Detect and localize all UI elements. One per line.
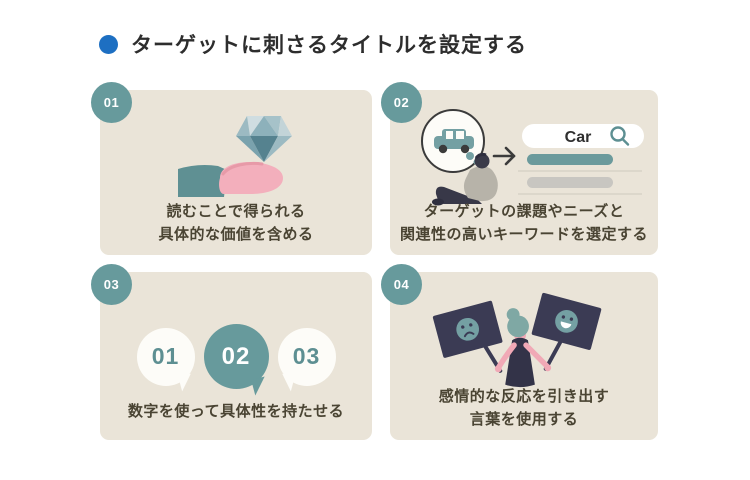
thought-bubble xyxy=(421,109,485,173)
open-hand xyxy=(178,161,283,197)
card-number: 02 xyxy=(393,95,410,110)
happy-face-sign xyxy=(531,292,602,350)
blue-dot-icon xyxy=(99,34,118,54)
page-title: ターゲットに刺さるタイトルを設定する xyxy=(131,34,527,57)
card-01: 01 読むことで得られる 具体的な価値を含める xyxy=(91,82,372,255)
bubble-number: 01 xyxy=(151,343,180,369)
keyword-search-illustration: Car xyxy=(421,109,644,206)
card-number: 01 xyxy=(103,95,120,110)
card-03-caption: 数字を使って具体性を持たせる xyxy=(100,401,372,424)
bubble-tail xyxy=(277,373,295,391)
caption-line: 具体的な価値を含める xyxy=(158,225,314,243)
caption-line: 読むことで得られる xyxy=(166,203,306,220)
speech-bubble-03: 03 xyxy=(277,327,336,391)
card-03: 03 01 02 03 数字を使って具体性を持たせる xyxy=(91,264,372,440)
sitting-person xyxy=(432,152,498,206)
card-01-number-badge: 01 xyxy=(91,82,132,123)
card-03-number-badge: 03 xyxy=(91,264,132,305)
sad-face-sign xyxy=(432,300,503,358)
card-04: 04 xyxy=(381,264,658,440)
card-04-number-badge: 04 xyxy=(381,264,422,305)
search-result-lines xyxy=(518,154,642,195)
card-04-caption: 感情的な反応を引き出す 言葉を使用する xyxy=(390,386,658,431)
bubble-number: 03 xyxy=(292,343,321,369)
caption-line: 関連性の高いキーワードを選定する xyxy=(399,225,648,243)
caption-line: 数字を使って具体性を持たせる xyxy=(127,402,345,420)
diamond-icon xyxy=(236,116,292,162)
numbered-speech-bubbles: 01 02 03 xyxy=(100,324,372,396)
card-02: 02 xyxy=(381,82,658,255)
caption-line: 言葉を使用する xyxy=(469,410,579,428)
caption-line: ターゲットの課題やニーズと xyxy=(423,203,625,220)
search-bar: Car xyxy=(522,124,644,148)
bubble-tail xyxy=(177,373,195,391)
speech-bubble-01: 01 xyxy=(136,327,195,391)
bubble-tail xyxy=(250,376,269,396)
card-number: 03 xyxy=(103,277,120,292)
card-02-number-badge: 02 xyxy=(381,82,422,123)
header: ターゲットに刺さるタイトルを設定する xyxy=(99,29,527,59)
arrow-right-icon xyxy=(492,146,516,166)
bubble-number: 02 xyxy=(221,342,251,370)
woman-figure xyxy=(494,308,552,388)
emotion-signs-illustration xyxy=(432,292,602,388)
speech-bubble-02: 02 xyxy=(203,324,269,396)
caption-line: 感情的な反応を引き出す xyxy=(438,388,610,405)
car-icon xyxy=(434,129,474,154)
hand-offering-diamond-illustration xyxy=(178,116,292,197)
card-02-caption: ターゲットの課題やニーズと 関連性の高いキーワードを選定する xyxy=(390,201,658,246)
card-01-caption: 読むことで得られる 具体的な価値を含める xyxy=(100,201,372,246)
card-number: 04 xyxy=(393,277,410,292)
magnifier-icon xyxy=(610,126,630,146)
search-query-text: Car xyxy=(565,129,592,146)
